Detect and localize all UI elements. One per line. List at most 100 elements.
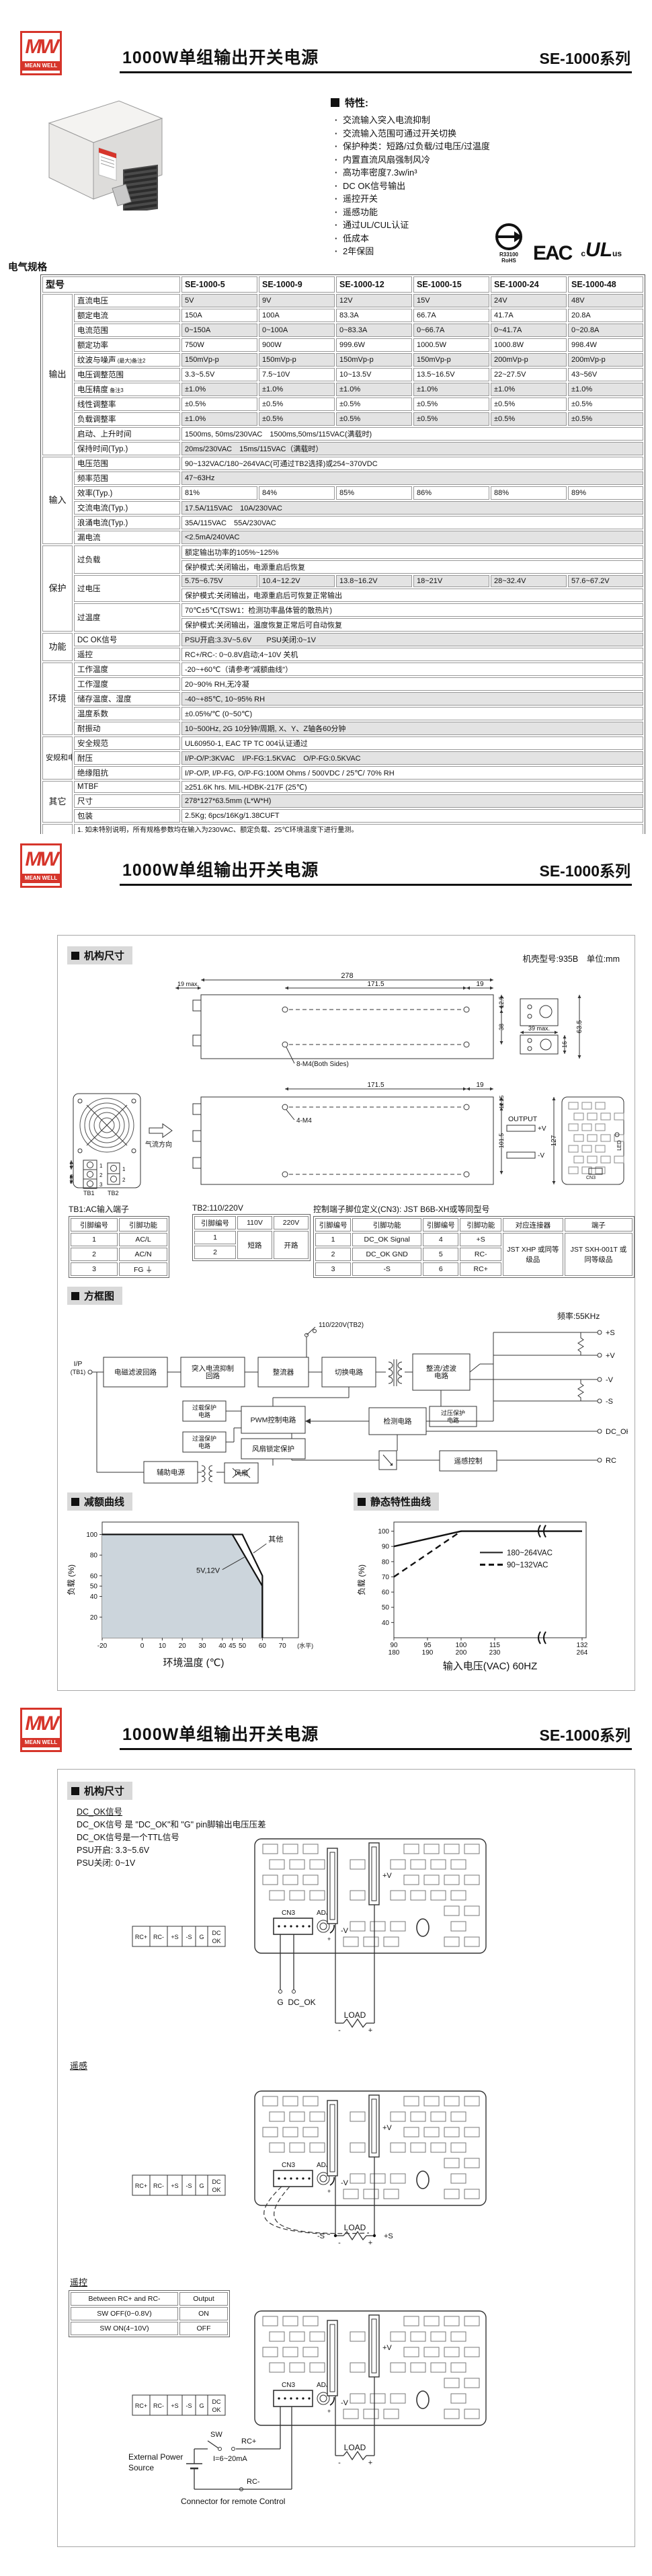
logo-meanwell-text: MEAN WELL [22, 874, 60, 883]
spec-row: 储存温度、湿度-40~+85℃, 10~95% RH [42, 692, 643, 706]
spec-value: 0~150A [181, 324, 257, 337]
spec-group-label: 功能 [42, 633, 73, 661]
spec-value: 13.8~16.2V [336, 575, 412, 587]
spec-value-span: 保护模式:关闭输出，温度恢复正常后可自动恢复 [181, 618, 643, 632]
svg-text:RC-: RC- [153, 2183, 164, 2189]
svg-text:+V: +V [382, 2124, 392, 2132]
block-box-rect [257, 1357, 309, 1388]
spec-value-span: 278*127*63.5mm (L*W*H) [181, 794, 643, 808]
spec-group-label: 保护 [42, 545, 73, 632]
svg-text:-V: -V [538, 1152, 544, 1160]
spec-row-label: 储存温度、湿度 [74, 692, 180, 706]
svg-text:63.5: 63.5 [576, 1020, 583, 1033]
svg-text:-S: -S [186, 2183, 192, 2189]
svg-text:过压保护: 过压保护 [441, 1409, 465, 1416]
rohs-circle-arrow-icon [495, 223, 522, 250]
svg-text:19: 19 [476, 1082, 484, 1089]
svg-text:PWM控制电路: PWM控制电路 [251, 1416, 296, 1425]
svg-text:+: + [368, 2026, 372, 2035]
features-heading-row: 特性: [331, 96, 640, 110]
spec-row-label: 过温度 [74, 603, 180, 632]
svg-text:1: 1 [99, 1163, 103, 1169]
spec-group-label: 输入 [42, 457, 73, 544]
svg-text:100: 100 [86, 1531, 97, 1539]
spec-row-label: 安全规范 [74, 736, 180, 750]
title-rule [120, 1748, 632, 1750]
spec-value: ±0.5% [336, 397, 412, 411]
rohs-cert: R33100 RoHS [494, 222, 524, 264]
feature-item: 高功率密度7.3w/in³ [335, 166, 640, 180]
feature-item: 通过UL/CUL认证 [335, 219, 640, 232]
svg-text:整流器: 整流器 [273, 1368, 294, 1377]
square-bullet-icon [71, 951, 79, 960]
svg-text:20: 20 [179, 1642, 187, 1650]
mech-heading: 机构尺寸 [84, 950, 125, 962]
spec-value: 3.3~5.5V [181, 368, 257, 381]
svg-text:遥感控制: 遥感控制 [454, 1457, 483, 1466]
svg-text:G: G [199, 1934, 204, 1940]
spec-value: ±1.0% [568, 383, 643, 396]
spec-value: 20.8A [568, 309, 643, 322]
spec-value: ±0.5% [336, 412, 412, 426]
table-cell: 3 [71, 1262, 118, 1276]
spec-value: 900W [259, 338, 335, 352]
spec-value: 18~21V [413, 575, 489, 587]
spec-row-label: 纹波与噪声 (最大)备注2 [74, 353, 180, 367]
svg-text:整流/滤波: 整流/滤波 [426, 1364, 456, 1373]
svg-text:RC-: RC- [247, 2478, 260, 2486]
svg-text:-: - [338, 2239, 341, 2247]
svg-text:检测电路: 检测电路 [384, 1417, 412, 1426]
svg-text:+V: +V [606, 1352, 615, 1360]
svg-text:突入电流抑制: 突入电流抑制 [192, 1364, 234, 1373]
series-title: SE-1000系列 [539, 862, 630, 880]
spec-value: 88% [491, 486, 567, 500]
features-list: 交流输入突入电流抑制交流输入范围可通过开关切换保护种类：短路/过负载/过电压/过… [333, 114, 640, 258]
svg-text:+: + [327, 1936, 331, 1942]
svg-text:38: 38 [498, 1024, 505, 1030]
eac-cert: EAC [533, 242, 573, 264]
table-cell: RC- [460, 1248, 502, 1261]
svg-text:45: 45 [229, 1642, 237, 1650]
spec-row: 环境工作温度-20~+60℃（请参考"减额曲线"） [42, 662, 643, 735]
spec-value: 150mVp-p [336, 353, 412, 367]
table-cell: 开路 [274, 1231, 309, 1259]
table-cell: 6 [423, 1262, 459, 1276]
spec-value-span: 2.5Kg; 6pcs/16Kg/1.38CUFT [181, 809, 643, 823]
spec-value-span: 90~132VAC/180~264VAC(可通过TB2选择)或254~370VD… [181, 457, 643, 470]
spec-row-label: 直流电压 [74, 294, 180, 307]
column-header: 引脚编号 [71, 1218, 118, 1232]
spec-row: 电压精度 备注3±1.0%±1.0%±1.0%±1.0%±1.0%±1.0% [42, 383, 643, 396]
tb2-title: TB2:110/220V [192, 1203, 243, 1213]
logo-meanwell-text: MEAN WELL [22, 1738, 60, 1747]
spec-row-label: 耐振动 [74, 722, 180, 735]
svg-text:9.25: 9.25 [70, 1174, 75, 1184]
svg-text:LOAD: LOAD [344, 2010, 366, 2020]
spec-value: 1000.8W [491, 338, 567, 352]
block-heading: 方框图 [84, 1291, 115, 1302]
column-header: 引脚编号 [194, 1216, 236, 1229]
spec-value: 150A [181, 309, 257, 322]
feature-item: 遥感功能 [335, 206, 640, 219]
svg-text:RC+: RC+ [241, 2437, 256, 2446]
spec-row-label: 线性调整率 [74, 397, 180, 411]
block-box-sense [439, 1450, 497, 1472]
square-bullet-icon [71, 1786, 79, 1795]
block-box-fanlock [241, 1438, 306, 1460]
cn3-title: 控制端子脚位定义(CN3): JST B6B-XH或等同型号 [313, 1205, 490, 1214]
spec-value: 0~66.7A [413, 324, 489, 337]
spec-value: 5V [181, 294, 257, 307]
svg-text:171.5: 171.5 [367, 1082, 384, 1089]
